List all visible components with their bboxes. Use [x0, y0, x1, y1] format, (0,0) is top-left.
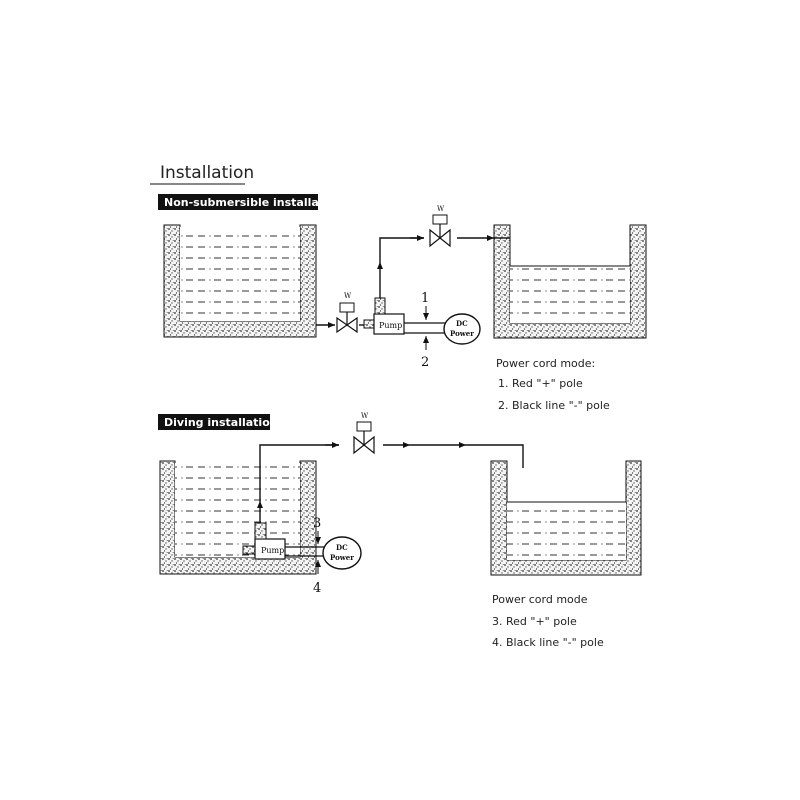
banner-non-submersible [158, 194, 318, 210]
page-title: Installation [160, 163, 254, 183]
section-diving: Diving installation Pump [158, 412, 642, 649]
dc-power-label-2: Power [330, 553, 354, 562]
inlet-valve: W [336, 292, 358, 334]
pump-body [373, 313, 405, 335]
valve-label: W [344, 292, 352, 300]
marker-2: 2 [421, 355, 429, 370]
pump-body [254, 538, 286, 560]
tank-wall [493, 224, 647, 339]
section-non-submersible: Non-submersible installation W [158, 194, 647, 412]
source-tank-top [163, 224, 317, 338]
tank-water [180, 227, 300, 321]
banner-non-submersible-text: Non-submersible installation [164, 196, 343, 209]
tank-water [510, 266, 630, 323]
tank-water [507, 502, 626, 560]
marker-3: 3 [313, 516, 321, 531]
pump-bottom: Pump [242, 522, 286, 560]
outlet-pipe [379, 237, 424, 262]
notes-item1-bottom: 3. Red "+" pole [492, 615, 577, 628]
marker-1: 1 [421, 291, 429, 306]
source-tank-bottom [159, 460, 317, 575]
outlet-valve: W [353, 412, 375, 455]
notes-item2-bottom: 4. Black line "-" pole [492, 636, 604, 649]
outlet-pipe-end [466, 444, 524, 468]
pump-label: Pump [379, 321, 402, 330]
pump-label: Pump [261, 546, 284, 555]
outlet-valve: W [429, 205, 451, 248]
destination-tank-bottom [490, 460, 642, 576]
dc-power-source [322, 536, 362, 570]
marker-4: 4 [313, 581, 321, 596]
pump-outlet [254, 522, 267, 540]
dc-power-source [443, 313, 481, 345]
outlet-pipe [259, 444, 339, 501]
dc-power-label-1: DC [456, 319, 468, 328]
pump-top: Pump [363, 297, 405, 335]
notes-heading-top: Power cord mode: [496, 357, 595, 370]
destination-tank-top [493, 224, 647, 339]
pump-outlet [374, 297, 386, 315]
notes-item2-top: 2. Black line "-" pole [498, 399, 610, 412]
banner-diving-text: Diving installation [164, 416, 278, 429]
notes-heading-bottom: Power cord mode [492, 593, 588, 606]
tank-wall [490, 460, 642, 576]
notes-item1-top: 1. Red "+" pole [498, 377, 583, 390]
dc-power-label-1: DC [336, 543, 348, 552]
valve-label: W [361, 412, 369, 420]
valve-label: W [437, 205, 445, 213]
banner-diving [158, 414, 270, 430]
dc-power-label-2: Power [450, 329, 474, 338]
